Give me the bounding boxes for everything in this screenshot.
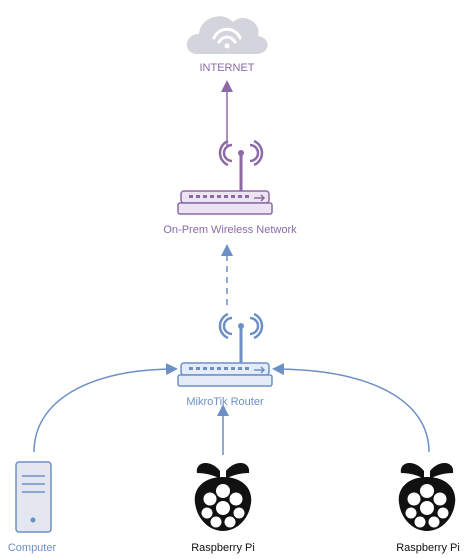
raspberry-pi-icon — [194, 462, 252, 531]
raspberry-pi-icon — [398, 462, 456, 531]
computer-link — [33, 363, 178, 453]
pi-right-link — [272, 363, 430, 453]
onprem-network-label: On-Prem Wireless Network — [163, 224, 297, 236]
cloud-wifi-icon — [186, 16, 268, 54]
pi-right-label: Raspberry Pi — [396, 542, 460, 554]
router-label: MikroTik Router — [186, 396, 264, 408]
router-icon — [177, 362, 273, 387]
router-icon — [177, 190, 273, 215]
antenna-icon — [218, 139, 264, 192]
computer-label: Computer — [7, 542, 57, 554]
internet-label: INTERNET — [199, 62, 255, 74]
computer-icon — [15, 461, 52, 533]
pi-center-label: Raspberry Pi — [191, 542, 255, 554]
antenna-icon — [218, 312, 264, 364]
